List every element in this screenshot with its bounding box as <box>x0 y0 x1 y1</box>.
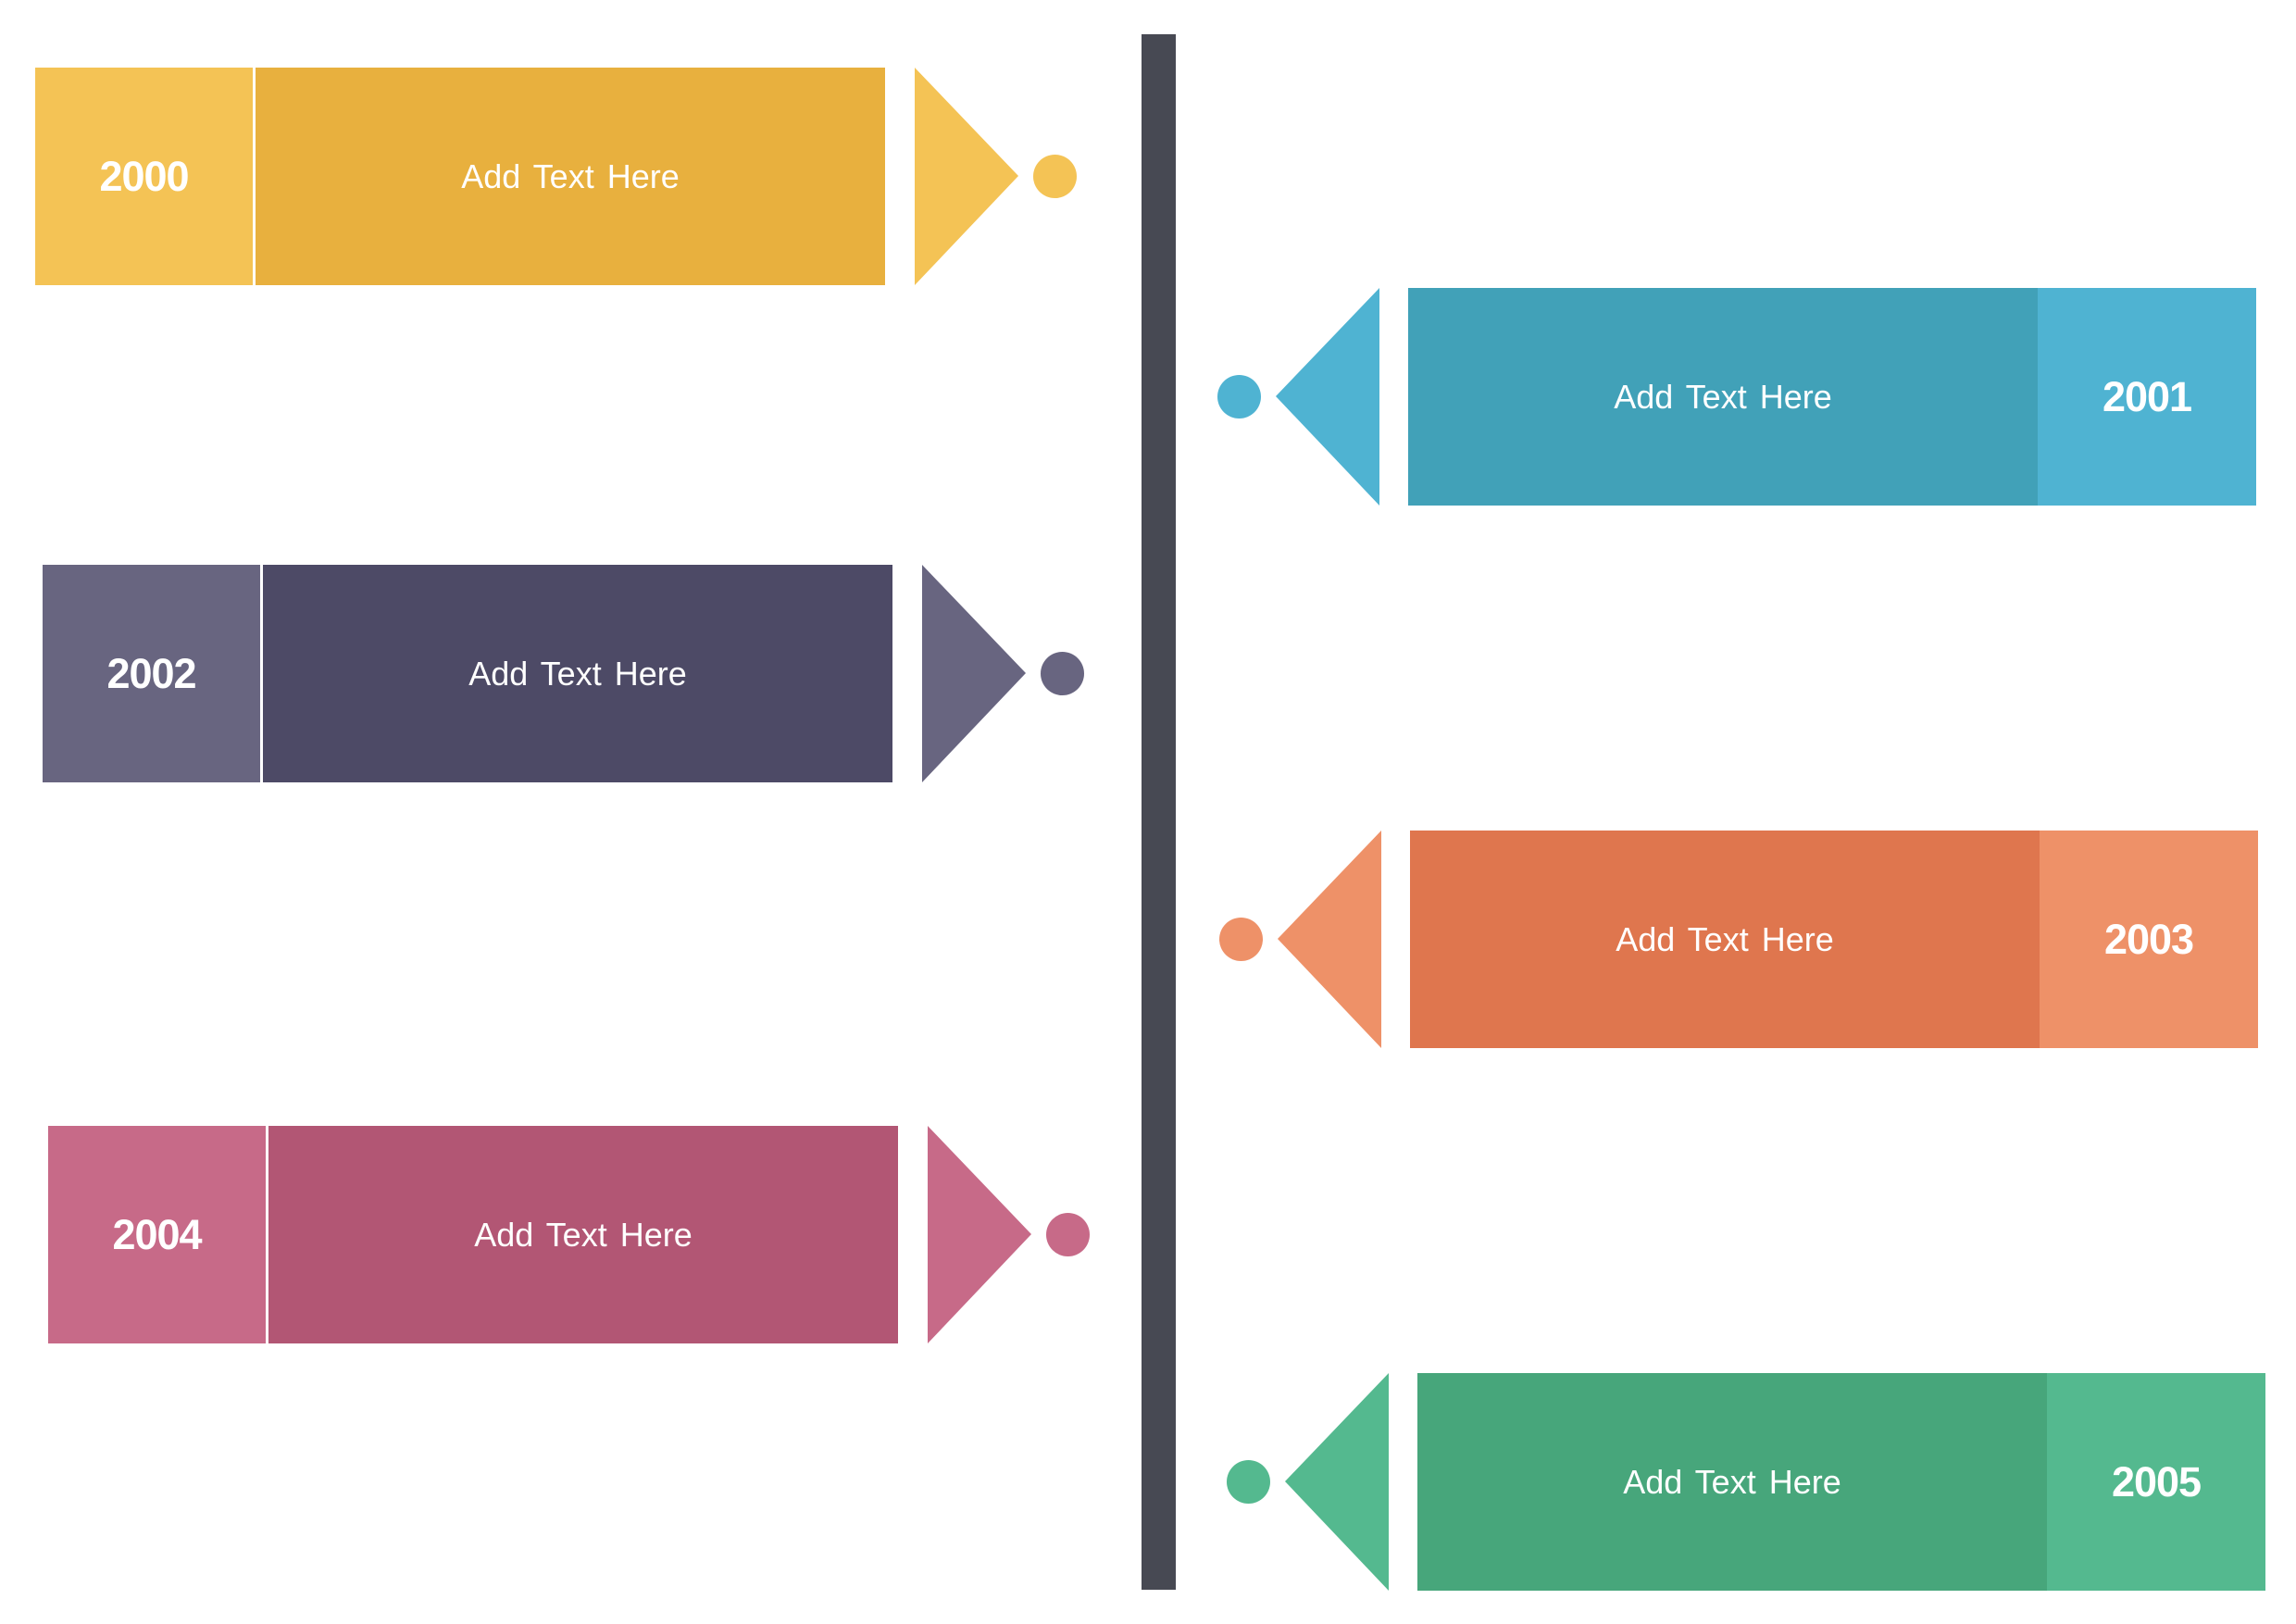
timeline-marker-dot <box>1033 155 1077 198</box>
event-text-box: Add Text Here <box>256 68 885 285</box>
timeline-event-2000: 2000 Add Text Here <box>35 68 1077 285</box>
arrow-right-icon <box>922 565 1026 782</box>
timeline-event-2001: Add Text Here 2001 <box>1217 288 2259 506</box>
timeline-marker-dot <box>1219 918 1263 961</box>
timeline-event-2003: Add Text Here 2003 <box>1219 831 2261 1048</box>
event-text-box: Add Text Here <box>1410 831 2040 1048</box>
event-text-box: Add Text Here <box>268 1126 898 1343</box>
timeline-marker-dot <box>1046 1213 1090 1256</box>
event-text-box: Add Text Here <box>1408 288 2038 506</box>
event-year-box: 2000 <box>35 68 253 285</box>
timeline-marker-dot <box>1041 652 1084 695</box>
event-year-box: 2001 <box>2038 288 2256 506</box>
arrow-right-icon <box>928 1126 1031 1343</box>
timeline-event-2004: 2004 Add Text Here <box>48 1126 1090 1343</box>
arrow-left-icon <box>1278 831 1381 1048</box>
event-year-box: 2004 <box>48 1126 266 1343</box>
event-text-box: Add Text Here <box>263 565 892 782</box>
timeline-spine <box>1142 34 1176 1590</box>
arrow-left-icon <box>1285 1373 1389 1591</box>
arrow-right-icon <box>915 68 1018 285</box>
timeline-event-2005: Add Text Here 2005 <box>1227 1373 2268 1591</box>
event-year-box: 2003 <box>2040 831 2258 1048</box>
timeline-event-2002: 2002 Add Text Here <box>43 565 1084 782</box>
event-text-box: Add Text Here <box>1417 1373 2047 1591</box>
timeline-marker-dot <box>1227 1460 1270 1504</box>
event-year-box: 2005 <box>2047 1373 2265 1591</box>
arrow-left-icon <box>1276 288 1379 506</box>
event-year-box: 2002 <box>43 565 260 782</box>
timeline-marker-dot <box>1217 375 1261 418</box>
